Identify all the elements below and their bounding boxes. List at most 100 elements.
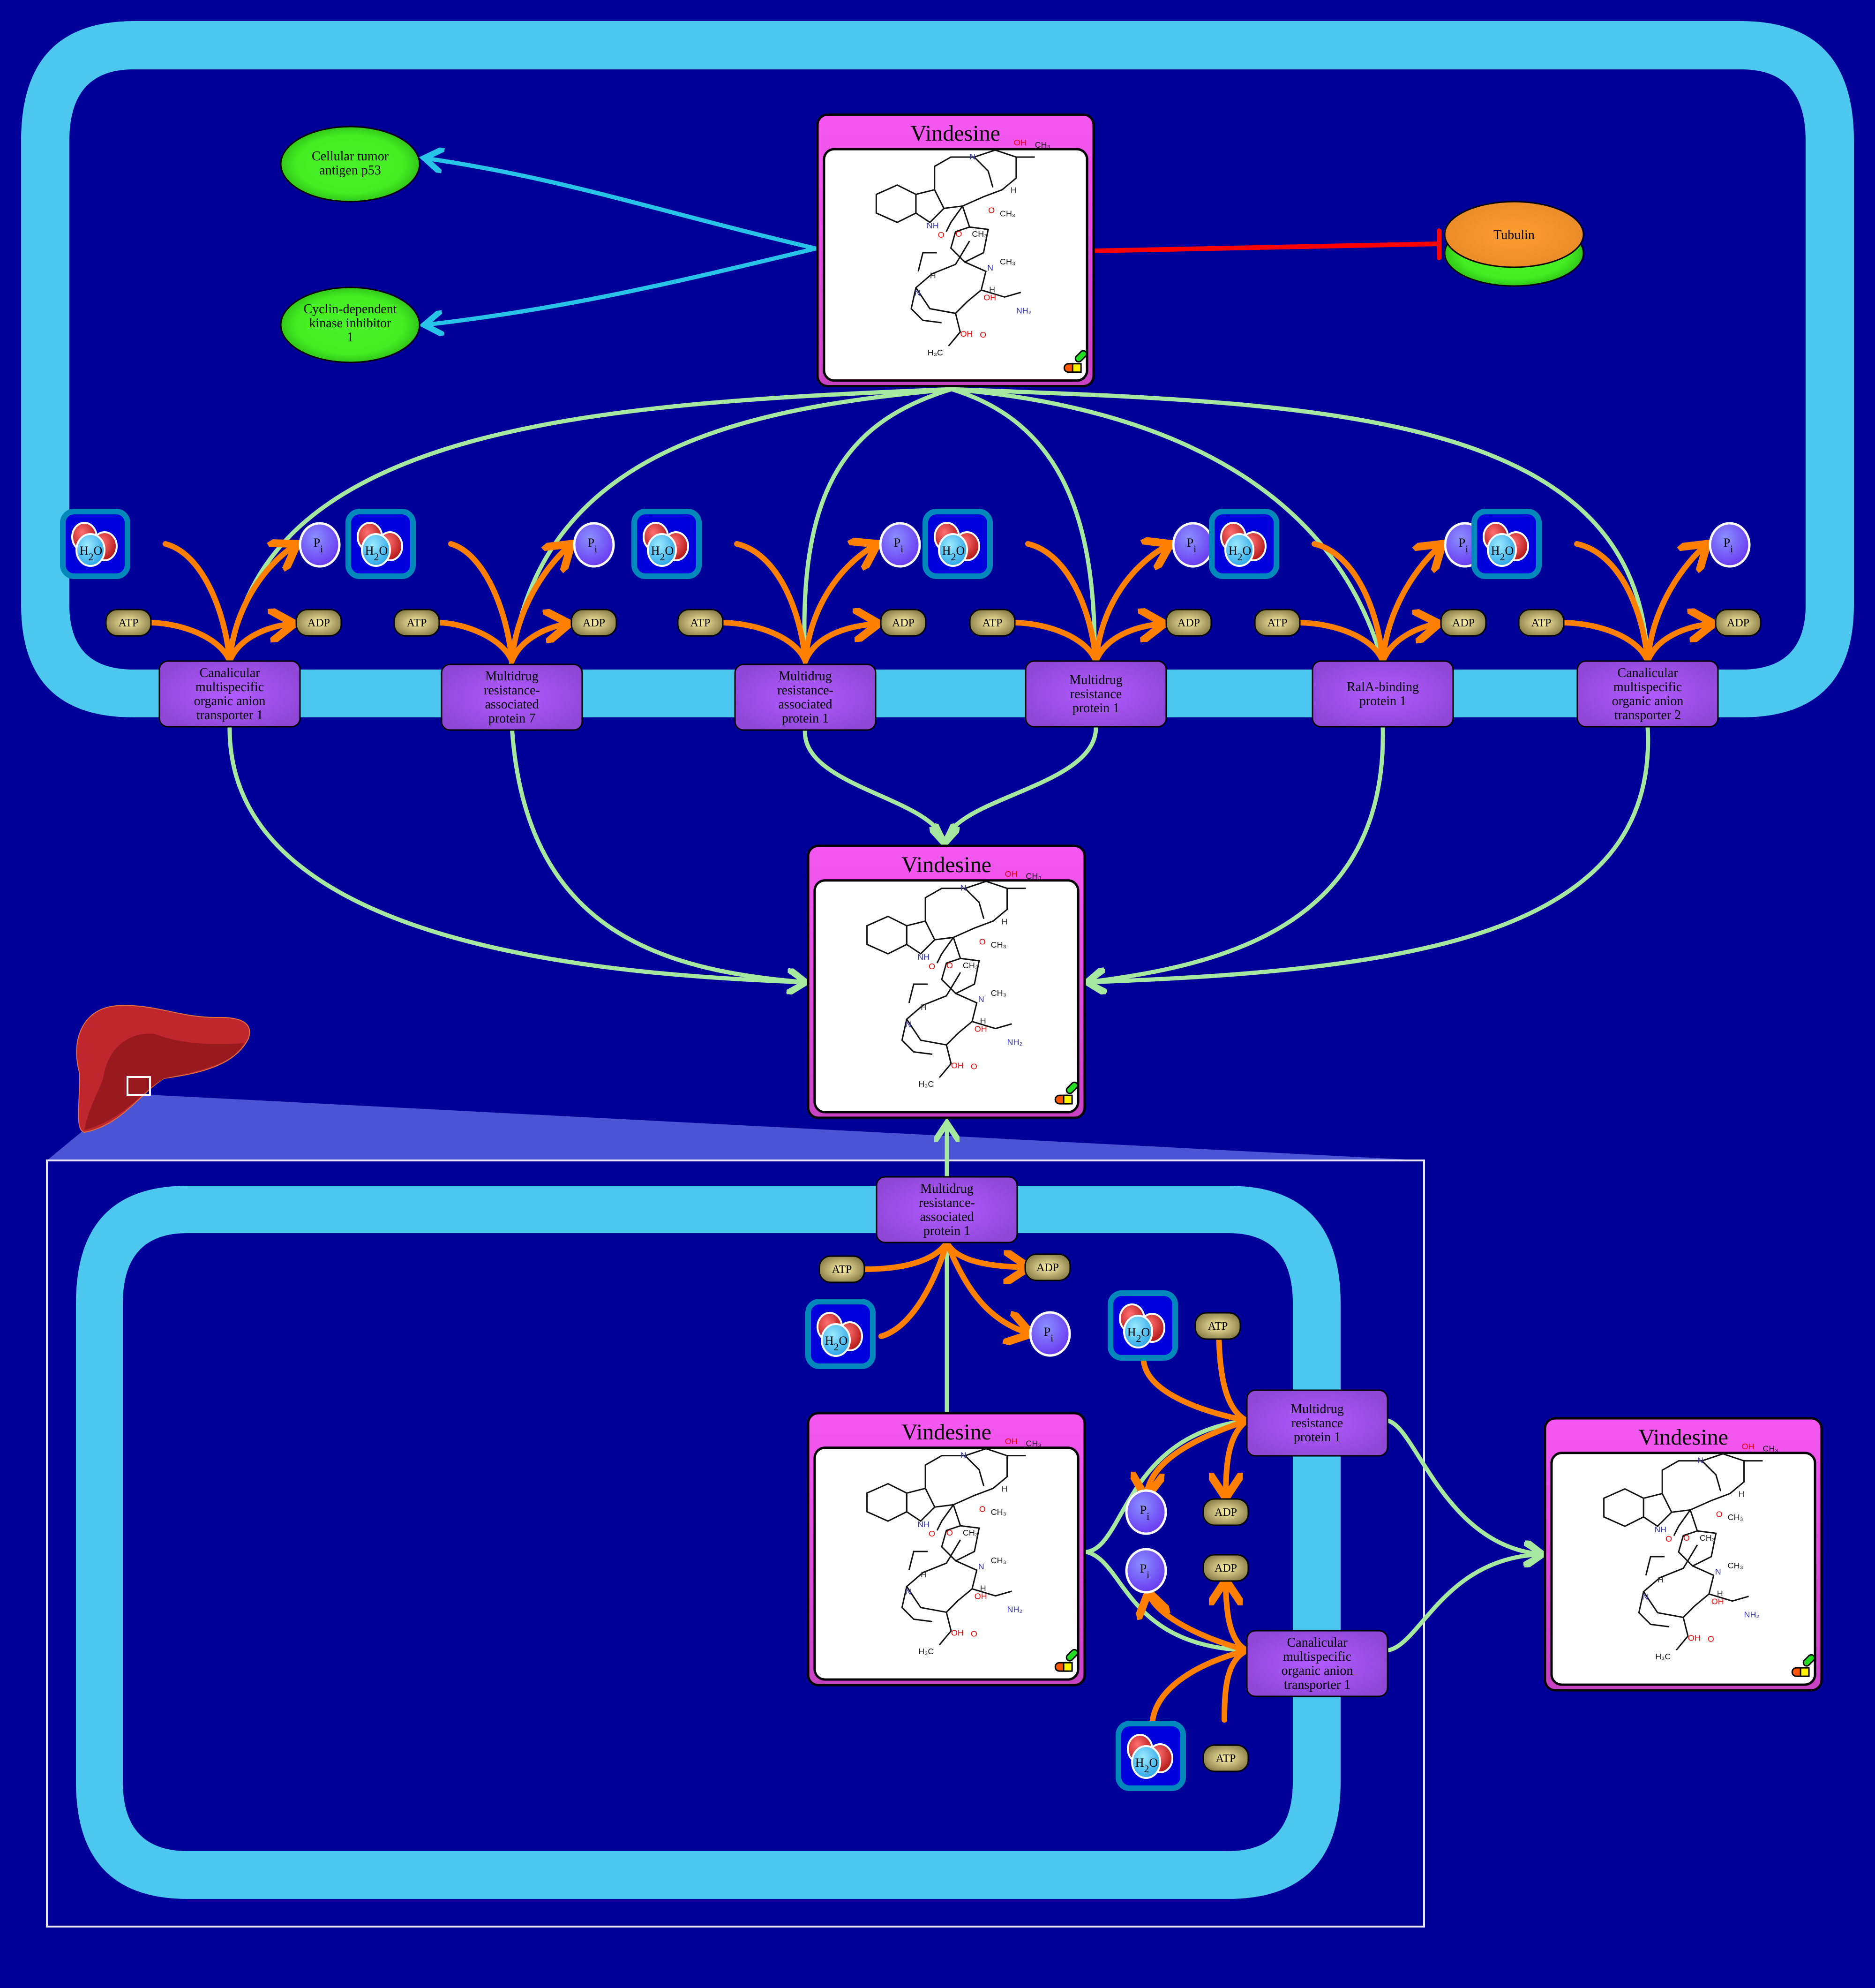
- phosphate-label: Pi: [1140, 1503, 1150, 1522]
- atp[interactable]: ATP: [1518, 609, 1565, 637]
- atp[interactable]: ATP: [818, 1255, 865, 1283]
- transporter-label: protein 1: [1359, 694, 1406, 708]
- phosphate[interactable]: Pi: [299, 522, 341, 568]
- drug-vindesine-right[interactable]: Vindesine: [1545, 1418, 1822, 1690]
- atp[interactable]: ATP: [677, 609, 724, 637]
- adp[interactable]: ADP: [1024, 1253, 1071, 1281]
- transporter-label: resistance-: [777, 683, 833, 698]
- edge-transporter-pi: [1093, 544, 1170, 664]
- phosphate[interactable]: Pi: [1172, 522, 1214, 568]
- drug-vindesine-top[interactable]: Vindesine: [818, 114, 1094, 386]
- edge-transporter-pi: [802, 544, 878, 664]
- atp[interactable]: ATP: [105, 609, 152, 637]
- drug-vindesine-middle[interactable]: Vindesine: [808, 846, 1085, 1118]
- adp-label: ADP: [1452, 617, 1475, 629]
- water-molecule[interactable]: H2O: [634, 512, 699, 576]
- transporter-label: associated: [485, 697, 539, 712]
- target-tubulin[interactable]: Tubulin: [1444, 201, 1584, 287]
- adp-label: ADP: [1215, 1506, 1237, 1519]
- transporter-label: multispecific: [195, 680, 264, 694]
- transporter-box: [1246, 1630, 1388, 1697]
- adp[interactable]: ADP: [880, 609, 927, 637]
- atp[interactable]: ATP: [1194, 1312, 1241, 1340]
- transporter-label: Canalicular: [1287, 1635, 1348, 1650]
- adp[interactable]: ADP: [570, 609, 617, 637]
- edge-mdr1-pi: [1146, 1418, 1250, 1498]
- edge-atp-transporter: [1298, 620, 1386, 664]
- atp[interactable]: ATP: [1254, 609, 1301, 637]
- water-molecule[interactable]: H2O: [1474, 512, 1539, 576]
- water-molecule[interactable]: H2O: [1118, 1724, 1183, 1788]
- water-label: H2O: [365, 544, 388, 563]
- water-label: H2O: [1135, 1756, 1158, 1775]
- phosphate[interactable]: Pi: [573, 522, 615, 568]
- water-molecule[interactable]: H2O: [925, 512, 990, 576]
- edge-t6-mid: [1087, 724, 1650, 982]
- adp[interactable]: ADP: [1165, 609, 1212, 637]
- water-molecule[interactable]: H2O: [808, 1302, 873, 1366]
- edge-water-transporter: [448, 541, 515, 664]
- transporter-box: [1246, 1389, 1388, 1457]
- adp[interactable]: ADP: [1202, 1498, 1249, 1526]
- transporter-label: protein 1: [1072, 701, 1119, 715]
- phosphate[interactable]: Pi: [1125, 1548, 1167, 1594]
- edge-drug-t3: [802, 387, 954, 668]
- transporter-box: [1025, 660, 1167, 728]
- water-molecule[interactable]: H2O: [348, 512, 413, 576]
- phosphate[interactable]: Pi: [1125, 1489, 1167, 1535]
- atp-shape: [1194, 1312, 1241, 1340]
- edge-transporter-pi: [1645, 544, 1707, 664]
- phosphate[interactable]: Pi: [879, 522, 921, 568]
- tubulin-label: Tubulin: [1493, 228, 1535, 242]
- water-molecule[interactable]: H2O: [1212, 512, 1276, 576]
- drug-vindesine-bottom[interactable]: Vindesine: [808, 1413, 1085, 1685]
- edge-cmoat1-adp: [1226, 1580, 1250, 1653]
- atp-shape: [105, 609, 152, 637]
- transporter-label: transporter 2: [1614, 708, 1681, 723]
- water-label: H2O: [942, 544, 965, 563]
- adp-shape: [880, 609, 927, 637]
- edge-t1-mid: [227, 722, 806, 982]
- water-label: H2O: [1491, 544, 1514, 563]
- water-label: H2O: [651, 544, 674, 563]
- transporter-label: resistance: [1291, 1416, 1343, 1431]
- water-molecule[interactable]: H2O: [63, 512, 128, 576]
- transporter-label: Multidrug: [920, 1182, 974, 1196]
- transporter-box: [876, 1176, 1018, 1243]
- atp[interactable]: ATP: [393, 609, 440, 637]
- phosphate[interactable]: Pi: [1029, 1311, 1071, 1357]
- adp[interactable]: ADP: [1202, 1554, 1249, 1582]
- atp-shape: [1202, 1744, 1249, 1772]
- phosphate-label: Pi: [314, 536, 323, 555]
- water-molecule[interactable]: H2O: [1110, 1293, 1175, 1358]
- adp[interactable]: ADP: [1715, 609, 1762, 637]
- atp[interactable]: ATP: [1202, 1744, 1249, 1772]
- edge-mdr1-rdrug: [1385, 1418, 1543, 1554]
- adp-shape: [570, 609, 617, 637]
- adp[interactable]: ADP: [1440, 609, 1487, 637]
- edge-atp-cmoat1: [1222, 1648, 1250, 1723]
- transporter-label: multispecific: [1283, 1649, 1351, 1664]
- atp[interactable]: ATP: [969, 609, 1016, 637]
- transporter-box: [734, 663, 877, 731]
- edge-cmoat1-rdrug: [1385, 1554, 1543, 1653]
- transporter-label: Multidrug: [1069, 673, 1123, 687]
- adp[interactable]: ADP: [295, 609, 342, 637]
- atp-shape: [969, 609, 1016, 637]
- phosphate[interactable]: Pi: [1709, 522, 1751, 568]
- transporter-label: protein 1: [782, 711, 829, 726]
- edge-mrp1-pi: [944, 1240, 1031, 1334]
